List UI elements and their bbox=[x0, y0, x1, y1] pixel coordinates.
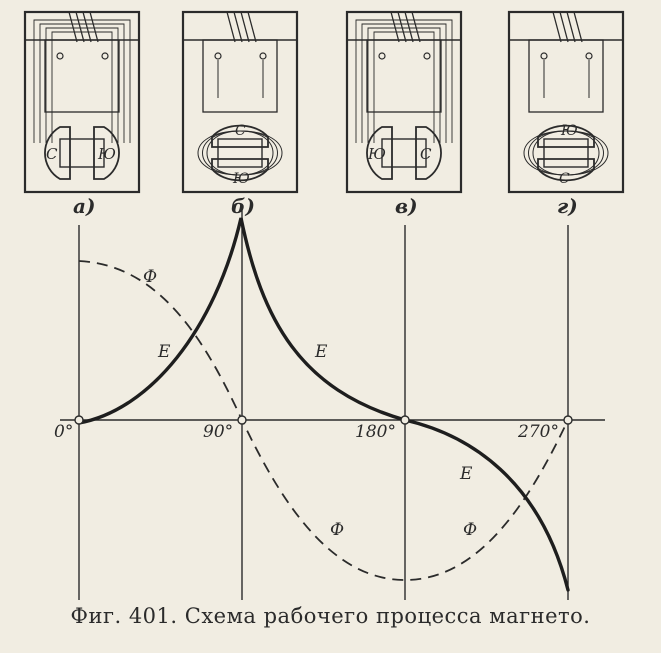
magnet-frame bbox=[23, 10, 141, 194]
e-label-3: E bbox=[459, 464, 473, 484]
panel-label: а) bbox=[73, 194, 95, 218]
panel-label: г) bbox=[557, 194, 578, 218]
pole-shoe-left bbox=[366, 126, 393, 180]
pole-label-bottom: С bbox=[559, 171, 570, 187]
e-label-1: E bbox=[157, 342, 171, 362]
angle-label-0: 0° bbox=[54, 422, 73, 442]
magnet-frame bbox=[345, 10, 463, 194]
magnet-frame bbox=[181, 10, 299, 194]
magnet-core bbox=[528, 39, 604, 113]
angle-label-90: 90° bbox=[203, 422, 233, 442]
pole-label-top: Ю bbox=[560, 123, 578, 139]
emf-flux-graph: 0° 90° 180° 270° Ф E E E Ф Ф bbox=[54, 205, 605, 600]
node-0 bbox=[74, 415, 84, 425]
pole-shoe-top bbox=[211, 124, 269, 148]
magnet-core bbox=[366, 39, 442, 113]
pole-label-left: С bbox=[46, 145, 58, 163]
pole-shoe-bottom bbox=[211, 158, 269, 182]
magnet-panel-2: С Юб) bbox=[181, 10, 299, 218]
magnet-panel-3: Ю Св) bbox=[345, 10, 463, 218]
phi-label-2: Ф bbox=[330, 520, 344, 540]
pole-shoe-right bbox=[415, 126, 442, 180]
pole-label-right: Ю bbox=[97, 145, 116, 163]
pole-shoe-top bbox=[537, 124, 595, 148]
node-180 bbox=[400, 415, 410, 425]
flux-curve bbox=[78, 260, 569, 581]
angle-label-180: 180° bbox=[355, 422, 396, 442]
magnet-panels: С Юа) С Юб) Ю Св) Ю Сг) bbox=[23, 10, 625, 218]
e-label-2: E bbox=[314, 342, 328, 362]
rotor bbox=[543, 138, 589, 168]
rotor bbox=[217, 138, 263, 168]
panel-label: б) bbox=[231, 194, 255, 218]
magnet-panel-1: С Юа) bbox=[23, 10, 141, 218]
magnet-core bbox=[44, 39, 120, 113]
angle-label-270: 270° bbox=[517, 422, 559, 442]
magnet-panel-4: Ю Сг) bbox=[507, 10, 625, 218]
pole-label-right: С bbox=[420, 145, 432, 163]
figure-caption: Фиг. 401. Схема рабочего процесса магнет… bbox=[70, 604, 591, 628]
node-90 bbox=[237, 415, 247, 425]
emf-curve bbox=[77, 217, 570, 592]
pole-shoe-left bbox=[44, 126, 71, 180]
phi-label-3: Ф bbox=[463, 520, 477, 540]
magnet-core bbox=[202, 39, 278, 113]
node-270 bbox=[563, 415, 573, 425]
pole-shoe-right bbox=[93, 126, 120, 180]
panel-label: в) bbox=[395, 194, 418, 218]
pole-label-left: Ю bbox=[367, 145, 386, 163]
phi-label-1: Ф bbox=[143, 267, 157, 287]
rotor bbox=[59, 138, 105, 168]
pole-shoe-bottom bbox=[537, 158, 595, 182]
pole-label-bottom: Ю bbox=[232, 171, 250, 187]
rotor bbox=[381, 138, 427, 168]
magnet-frame bbox=[507, 10, 625, 194]
pole-label-top: С bbox=[235, 123, 246, 139]
